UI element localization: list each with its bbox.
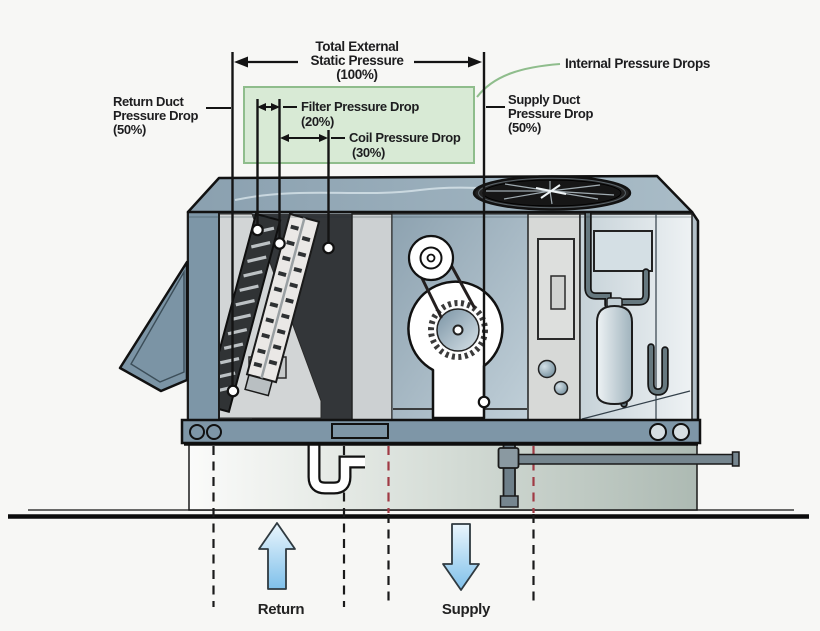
compressor <box>596 304 633 406</box>
unit-left-column <box>187 211 220 421</box>
coil-dimension-arrow <box>280 134 345 142</box>
control-knob <box>537 359 557 379</box>
condensate-trap-pipe <box>307 430 365 495</box>
filter-dimension-arrow <box>257 103 297 111</box>
coil-line2: (30%) <box>352 145 385 160</box>
control-knob <box>553 380 569 396</box>
coil-pressure-drop-label: Coil Pressure Drop (30%) <box>349 130 461 160</box>
condenser-fan <box>472 175 632 211</box>
supply-airflow-arrow <box>442 523 480 591</box>
return-duct-line3: (50%) <box>113 122 146 137</box>
tesp-line1: Total External <box>315 39 398 54</box>
return-airflow-arrow <box>258 522 296 590</box>
unit-base <box>180 418 702 446</box>
outside-air-hood <box>118 260 189 393</box>
total-static-pressure-arrow <box>234 56 482 68</box>
internal-drops-leader-curve <box>476 63 561 98</box>
dimension-lines <box>231 52 486 401</box>
motor-pulley <box>407 234 455 282</box>
filter-pressure-drop-label: Filter Pressure Drop (20%) <box>301 99 420 129</box>
tesp-line2: Static Pressure <box>310 53 404 68</box>
dimension-end-dots <box>226 223 491 409</box>
filter-line1: Filter Pressure Drop <box>301 99 419 114</box>
roof-lines <box>8 509 809 519</box>
divider-panel <box>351 213 393 421</box>
coil-line1: Coil Pressure Drop <box>349 130 461 145</box>
internal-pressure-drops-label: Internal Pressure Drops <box>565 56 710 71</box>
return-duct-label: Return Duct Pressure Drop (50%) <box>113 94 199 137</box>
filter-line2: (20%) <box>301 114 334 129</box>
supply-duct-line3: (50%) <box>508 120 541 135</box>
supply-duct-line2: Pressure Drop <box>508 106 593 121</box>
supply-duct-line1: Supply Duct <box>508 92 581 107</box>
supply-airflow-label: Supply <box>442 601 491 618</box>
wheel-hub <box>452 324 464 336</box>
rooftop-unit <box>118 174 702 446</box>
supply-duct-label: Supply Duct Pressure Drop (50%) <box>508 92 594 135</box>
compressor-bay <box>579 209 693 421</box>
evaporator-coil <box>244 212 321 397</box>
internal-drops-highlight-box <box>243 86 475 164</box>
return-airflow-label: Return <box>258 601 305 618</box>
supply-duct-dashed-lines <box>387 446 535 607</box>
tesp-line3: (100%) <box>336 67 377 82</box>
return-duct-dashed-lines <box>212 446 346 607</box>
unit-top <box>186 174 694 218</box>
return-duct-line1: Return Duct <box>113 94 185 109</box>
return-duct-line2: Pressure Drop <box>113 108 198 123</box>
control-panel <box>527 213 581 421</box>
blower-assembly <box>391 213 529 421</box>
total-static-pressure-label: Total External Static Pressure (100%) <box>310 39 404 82</box>
